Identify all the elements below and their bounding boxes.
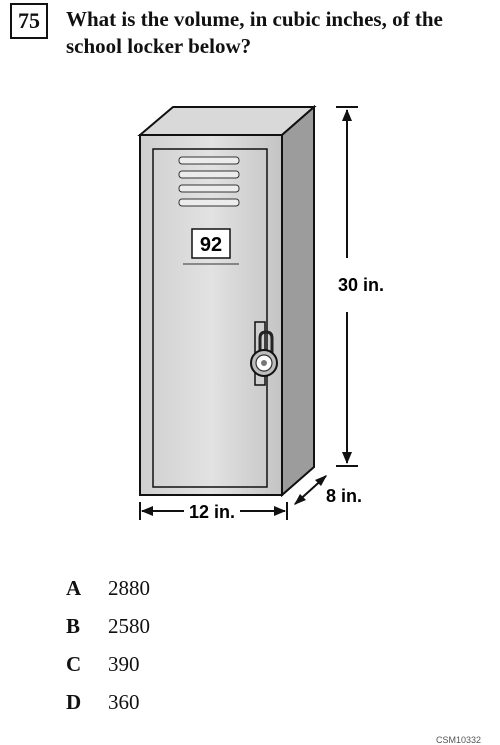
choice-value: 2880 (108, 576, 150, 600)
locker-front (139, 134, 283, 496)
locker-number-plate (191, 228, 231, 259)
locker-number: 92 (200, 234, 222, 256)
height-dimension (336, 106, 358, 467)
choice-letter: D (66, 690, 82, 714)
depth-label: 8 in. (326, 486, 362, 506)
vent-slots (178, 156, 240, 207)
question-number: 75 (10, 3, 48, 39)
locker-door (152, 148, 268, 488)
item-code: CSM10332 (436, 735, 482, 745)
choice-letter: C (66, 652, 82, 676)
height-label: 30 in. (338, 275, 384, 295)
padlock-icon (250, 330, 278, 377)
question-text: What is the volume, in cubic inches, of … (66, 7, 443, 58)
locker-figure: 92 30 in. 12 in. 8 in. (137, 104, 384, 522)
choice-letter: A (66, 576, 82, 600)
choice-d[interactable]: D 360 (66, 688, 140, 716)
depth-dimension (294, 475, 327, 505)
width-label: 12 in. (189, 502, 235, 522)
choice-c[interactable]: C 390 (66, 650, 140, 678)
locker-side (281, 104, 315, 498)
choice-a[interactable]: A 2880 (66, 574, 150, 602)
choice-letter: B (66, 614, 81, 638)
choice-value: 390 (108, 652, 140, 676)
choice-value: 2580 (108, 614, 150, 638)
width-dimension (139, 502, 288, 520)
choice-value: 360 (108, 690, 140, 714)
choice-b[interactable]: B 2580 (66, 612, 150, 640)
